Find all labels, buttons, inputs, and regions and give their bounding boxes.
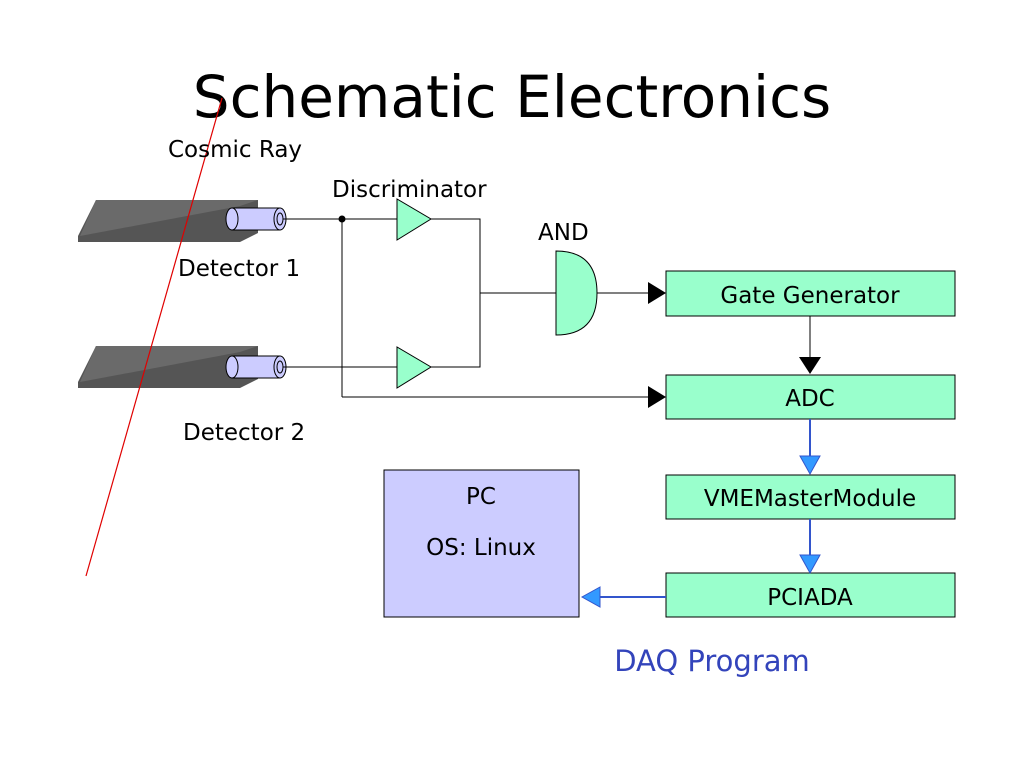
data-path [580,419,821,608]
and-label: AND [538,220,589,246]
cosmic-ray-line [85,97,223,577]
detector-2-label: Detector 2 [183,420,305,446]
pc-title: PC [466,484,496,510]
arrow-and-to-gate [648,282,666,304]
gate-generator-box [665,270,956,317]
pciada-box [665,572,956,618]
adc-box [665,374,956,420]
discriminator-1 [396,198,432,241]
gate-generator-label: Gate Generator [720,283,900,309]
detector-2-slab [78,346,258,388]
pciada-label: PCIADA [767,585,853,611]
daq-program-label: DAQ Program [614,644,810,678]
discriminator-2 [396,346,432,389]
arrow-gate-to-adc [799,357,821,374]
arrow-to-adc [648,386,666,408]
adc-label: ADC [785,386,835,412]
junction-dot [338,215,346,223]
pmt-2 [225,355,287,379]
detector-1-label: Detector 1 [178,256,300,282]
pc-os: OS: Linux [426,535,536,561]
page-title: Schematic Electronics [193,63,831,131]
detector-1-slab [78,200,258,242]
discriminator-label: Discriminator [332,177,487,203]
pmt-1 [225,207,287,231]
vme-master-label: VMEMasterModule [704,486,916,512]
cosmic-ray-label: Cosmic Ray [168,137,302,163]
pc-box [383,469,580,618]
vme-master-box [665,474,956,520]
and-gate [555,250,598,336]
